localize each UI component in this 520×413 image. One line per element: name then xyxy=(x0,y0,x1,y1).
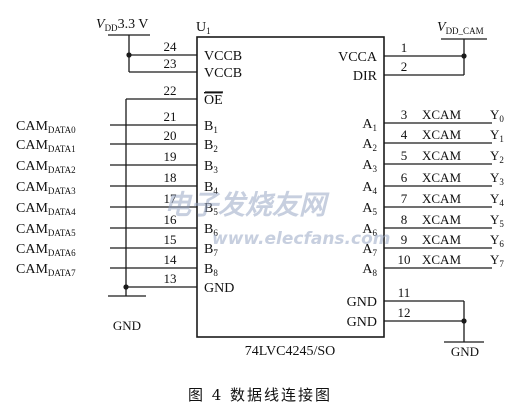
pin-name: GND xyxy=(347,295,377,310)
gnd-left-label: GND xyxy=(113,318,141,333)
pin-number: 19 xyxy=(164,149,177,164)
signal-net-right: XCAM xyxy=(422,212,461,227)
ic-body xyxy=(196,36,385,338)
pin-number: 14 xyxy=(164,252,178,267)
signal-label-left: CAMDATA7 xyxy=(16,262,76,278)
pin-number: 20 xyxy=(164,128,177,143)
pin-number: 17 xyxy=(164,191,178,206)
pin-name: B2 xyxy=(204,138,218,154)
figure-caption: 图 4 数据线连接图 xyxy=(188,386,332,404)
pin-name: A1 xyxy=(362,117,377,133)
pin-name: GND xyxy=(204,281,234,296)
signal-label-right: Y3 xyxy=(490,170,504,187)
pin-number: 3 xyxy=(401,107,408,122)
pin-name: DIR xyxy=(353,69,378,84)
pin-name: A7 xyxy=(362,242,377,258)
signal-label-left: CAMDATA0 xyxy=(16,119,76,135)
pin-name: VCCB xyxy=(204,66,242,81)
pin-name: B4 xyxy=(204,180,218,196)
pin-number: 21 xyxy=(164,109,177,124)
gnd-right-label: GND xyxy=(451,344,479,359)
signal-label-right: Y1 xyxy=(490,127,504,144)
pin-name: A2 xyxy=(362,137,377,153)
pin-number: 24 xyxy=(164,39,178,54)
pin-number: 11 xyxy=(398,285,411,300)
vdd-right-label: VDD_CAM xyxy=(437,20,484,36)
signal-label-left: CAMDATA4 xyxy=(16,201,76,217)
pin-name: B7 xyxy=(204,242,218,258)
pin-name: A6 xyxy=(362,222,377,238)
pin-number: 1 xyxy=(401,40,408,55)
pin-number: 6 xyxy=(401,170,408,185)
signal-net-right: XCAM xyxy=(422,148,461,163)
signal-label-left: CAMDATA6 xyxy=(16,242,76,258)
left-pin-group: 24VCCB23VCCB22OE21B120B219B318B417B516B6… xyxy=(110,39,242,296)
left-signal-group: CAMDATA0CAMDATA1CAMDATA2CAMDATA3CAMDATA4… xyxy=(16,119,76,278)
watermark-url: www.elecfans.com xyxy=(212,229,390,249)
chip-part-number: 74LVC4245/SO xyxy=(245,344,336,359)
pin-name: GND xyxy=(347,315,377,330)
pin-number: 23 xyxy=(164,56,177,71)
pin-name: B6 xyxy=(204,222,218,238)
signal-label-left: CAMDATA3 xyxy=(16,180,76,196)
pin-name: A5 xyxy=(362,201,377,217)
signal-label-right: Y4 xyxy=(490,191,504,208)
pin-name: A4 xyxy=(362,180,377,196)
pin-name: B5 xyxy=(204,201,218,217)
pin-name: B8 xyxy=(204,262,218,278)
signal-label-left: CAMDATA1 xyxy=(16,138,76,154)
chip-ref: U1 xyxy=(196,20,211,36)
signal-net-right: XCAM xyxy=(422,107,461,122)
signal-net-right: XCAM xyxy=(422,170,461,185)
pin-name: OE xyxy=(204,93,223,108)
pin-number: 5 xyxy=(401,148,408,163)
pin-name: VCCA xyxy=(338,50,378,65)
signal-net-right: XCAM xyxy=(422,191,461,206)
watermark-logo-text: 电子发烧友网 xyxy=(164,190,330,221)
pin-name: B3 xyxy=(204,159,218,175)
signal-label-right: Y6 xyxy=(490,232,504,249)
signal-label-right: Y0 xyxy=(490,107,504,124)
signal-label-right: Y2 xyxy=(490,148,504,165)
pin-number: 7 xyxy=(401,191,408,206)
pin-number: 16 xyxy=(164,212,178,227)
pin-number: 12 xyxy=(398,305,411,320)
signal-label-right: Y5 xyxy=(490,212,504,229)
pin-number: 15 xyxy=(164,232,177,247)
pin-number: 8 xyxy=(401,212,408,227)
signal-net-right: XCAM xyxy=(422,252,461,267)
pin-name: B1 xyxy=(204,119,218,135)
signal-label-left: CAMDATA2 xyxy=(16,159,76,175)
pin-number: 10 xyxy=(398,252,411,267)
pin-number: 13 xyxy=(164,271,177,286)
junction-dot xyxy=(461,318,467,324)
pin-number: 2 xyxy=(401,59,408,74)
signal-label-left: CAMDATA5 xyxy=(16,222,76,238)
pin-number: 22 xyxy=(164,83,177,98)
pin-name: A8 xyxy=(362,262,377,278)
pin-number: 9 xyxy=(401,232,408,247)
pin-name: A3 xyxy=(362,158,377,174)
pin-number: 4 xyxy=(401,127,408,142)
signal-net-right: XCAM xyxy=(422,127,461,142)
pin-name: VCCB xyxy=(204,49,242,64)
vdd-left-label: VDD3.3 V xyxy=(96,17,148,33)
signal-label-right: Y7 xyxy=(490,252,504,269)
signal-net-right: XCAM xyxy=(422,232,461,247)
pin-number: 18 xyxy=(164,170,177,185)
